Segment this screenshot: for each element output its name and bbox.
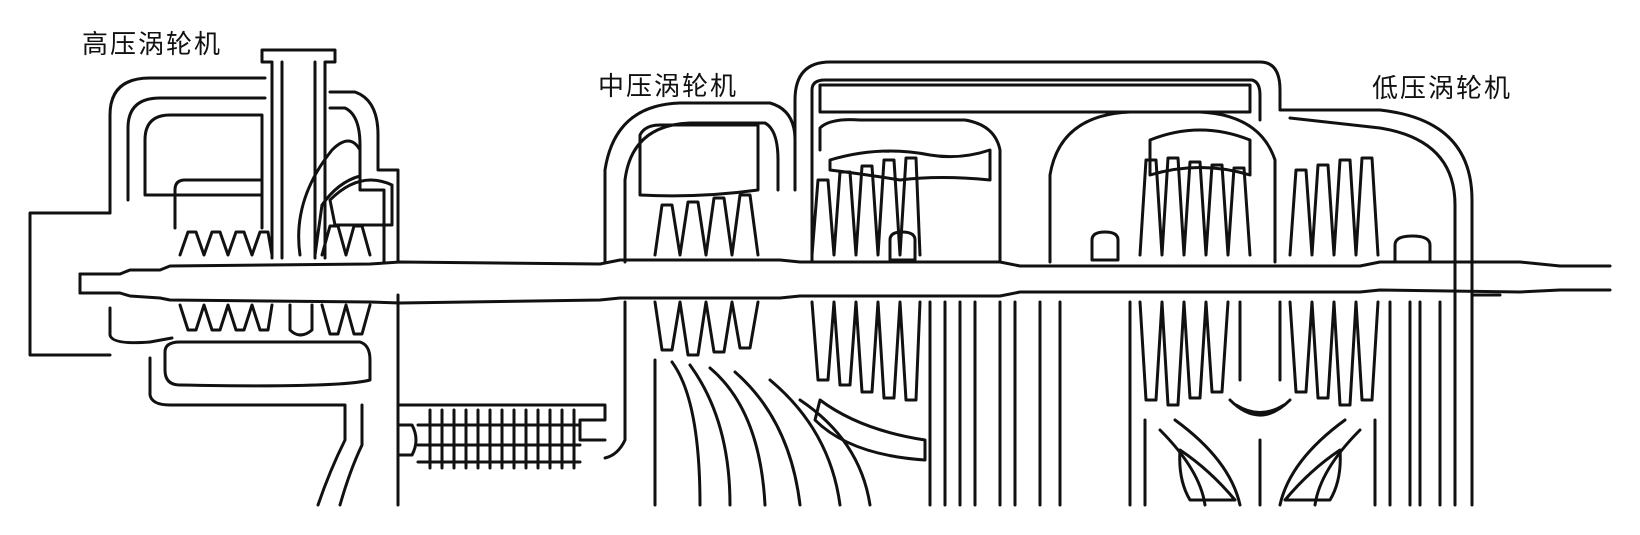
ip-turbine-section	[603, 60, 1474, 507]
hp-steam-chest	[297, 139, 362, 257]
hp-steam-inlet-pipe	[260, 48, 337, 260]
hp-upper-cavity	[143, 113, 264, 197]
hp-upper-blades-1	[178, 230, 274, 257]
ip-lower-guide	[813, 398, 927, 462]
hp-left-end-block	[28, 211, 112, 357]
ip-diaphragm-right	[1090, 230, 1120, 262]
ip-lower-blades-1	[653, 300, 760, 357]
ip-upper-blades-1	[653, 193, 760, 257]
ip-guide-vane	[828, 148, 992, 182]
lp-right-bearing	[1470, 260, 1502, 297]
ip-lower-casing	[603, 300, 947, 507]
ip-top-crossover-pipe	[818, 83, 1252, 114]
lp-turbine-label: 低压涡轮机	[1372, 74, 1513, 104]
hp-lower-casing	[108, 306, 372, 507]
ip-inner-casing	[623, 78, 1457, 507]
lp-upper-blades-1	[1138, 156, 1252, 257]
hp-outer-casing	[108, 76, 400, 507]
lp-lower-blades-2	[1288, 300, 1380, 407]
crossover-tubes	[416, 408, 582, 470]
ip-outer-casing	[603, 60, 1474, 507]
lp-lower-struts	[958, 300, 1442, 507]
shaft-lower-edge	[78, 288, 1612, 305]
ip-exhaust-arch	[1048, 110, 1277, 264]
crossover-frame	[396, 403, 607, 457]
lp-lower-cavities	[1178, 448, 1342, 502]
ip-exhaust-hood	[818, 118, 1002, 264]
hp-lower-blades-1	[178, 303, 274, 332]
lp-diaphragm-right	[1393, 234, 1432, 264]
ip-diaphragm-left	[888, 230, 917, 262]
lp-lower-blades-1	[1138, 300, 1230, 407]
hp-turbine-section	[28, 48, 400, 507]
hp-outlet-chest	[328, 178, 394, 227]
lp-center-bowl	[1228, 300, 1292, 417]
crossover-section	[396, 403, 607, 470]
ip-turbine-label: 中压涡轮机	[598, 72, 739, 102]
hp-lower-gland	[288, 303, 314, 337]
rotor-shaft	[78, 258, 1612, 305]
ip-lower-blades-2	[810, 300, 922, 402]
ip-upper-blades-2	[810, 156, 922, 257]
hp-turbine-label: 高压涡轮机	[82, 30, 223, 60]
lp-upper-blades-2	[1288, 156, 1380, 257]
hp-bearing-pocket	[173, 178, 264, 230]
lp-upper-vane	[1148, 128, 1252, 177]
lp-turbine-section	[958, 128, 1502, 507]
ip-upper-cavity	[638, 123, 760, 198]
hp-lower-blades-2	[320, 303, 372, 336]
shaft-upper-edge	[78, 258, 1612, 276]
hp-upper-blades-2	[320, 224, 372, 257]
